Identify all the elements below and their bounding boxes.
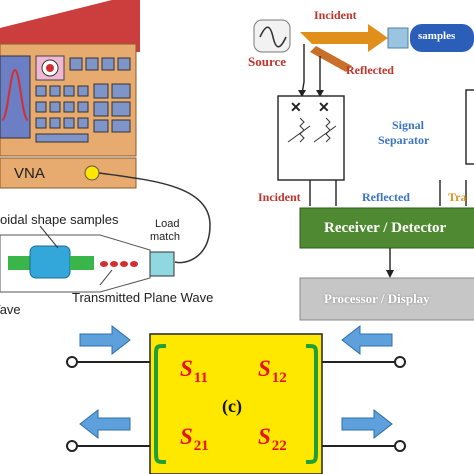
transmitted-label: Transmitted Plane Wave <box>72 290 214 305</box>
wave-label: Vave <box>0 302 21 317</box>
processor-display-box <box>299 277 474 321</box>
reflected-port2-arrow-icon <box>341 324 393 356</box>
port-1-bottom-terminal <box>66 440 78 452</box>
vna-base <box>0 157 137 189</box>
transmitted-wave-icon <box>100 261 138 267</box>
waveguide <box>0 234 151 293</box>
receiver-detector-label: Receiver / Detector <box>324 220 447 236</box>
incident-port1-arrow-icon <box>79 324 131 356</box>
vna-roof <box>0 0 140 52</box>
signal-separator-label-2: Separator <box>378 133 430 147</box>
matrix-left-bracket <box>154 344 167 464</box>
port-2-top-terminal <box>394 356 406 368</box>
svg-text:✕: ✕ <box>318 101 330 116</box>
incident-bottom-label: Incident <box>258 190 301 204</box>
transmitted-partial-label: Tra <box>448 190 467 204</box>
vna-label: VNA <box>14 165 45 182</box>
processor-display-label: Processor / Display <box>324 291 430 306</box>
incident-top-label: Incident <box>314 8 357 22</box>
port-1-top-terminal <box>66 356 78 368</box>
s12-label: S12 <box>258 356 287 386</box>
transmitted-separator-box <box>465 89 474 165</box>
reflected-top-label: Reflected <box>346 63 394 77</box>
matrix-right-bracket <box>305 344 318 464</box>
transmitted-pointer <box>99 269 113 286</box>
two-port-box <box>149 333 323 474</box>
sample-cylinder <box>387 27 409 49</box>
samples-box <box>410 24 474 52</box>
vna-cable <box>98 172 211 264</box>
signal-separator-label-1: Signal <box>392 118 425 132</box>
incident-arrow-icon <box>300 24 388 52</box>
s21-label: S21 <box>180 424 209 454</box>
load-match-label-2: match <box>150 231 180 243</box>
source-label: Source <box>248 54 287 69</box>
incident-port2-arrow-icon <box>341 408 393 440</box>
reflected-arrow-icon <box>310 46 352 72</box>
svg-text:✕: ✕ <box>290 101 302 116</box>
reflected-bottom-label: Reflected <box>362 190 410 204</box>
load-match-block <box>149 251 175 277</box>
samples-pointer <box>39 225 59 249</box>
signal-separator-box <box>277 95 345 181</box>
vna-trace <box>1 68 29 121</box>
vna-controls <box>35 55 131 143</box>
samples-label: oidal shape samples <box>0 212 119 227</box>
samples-box-label: samples <box>418 30 456 42</box>
s11-label: S11 <box>180 356 208 386</box>
load-match-label-1: Load <box>155 218 180 230</box>
s22-label: S22 <box>258 424 287 454</box>
panel-c-label: (c) <box>222 396 242 417</box>
reflected-port1-arrow-icon <box>79 408 131 440</box>
port-2-bottom-terminal <box>394 440 406 452</box>
